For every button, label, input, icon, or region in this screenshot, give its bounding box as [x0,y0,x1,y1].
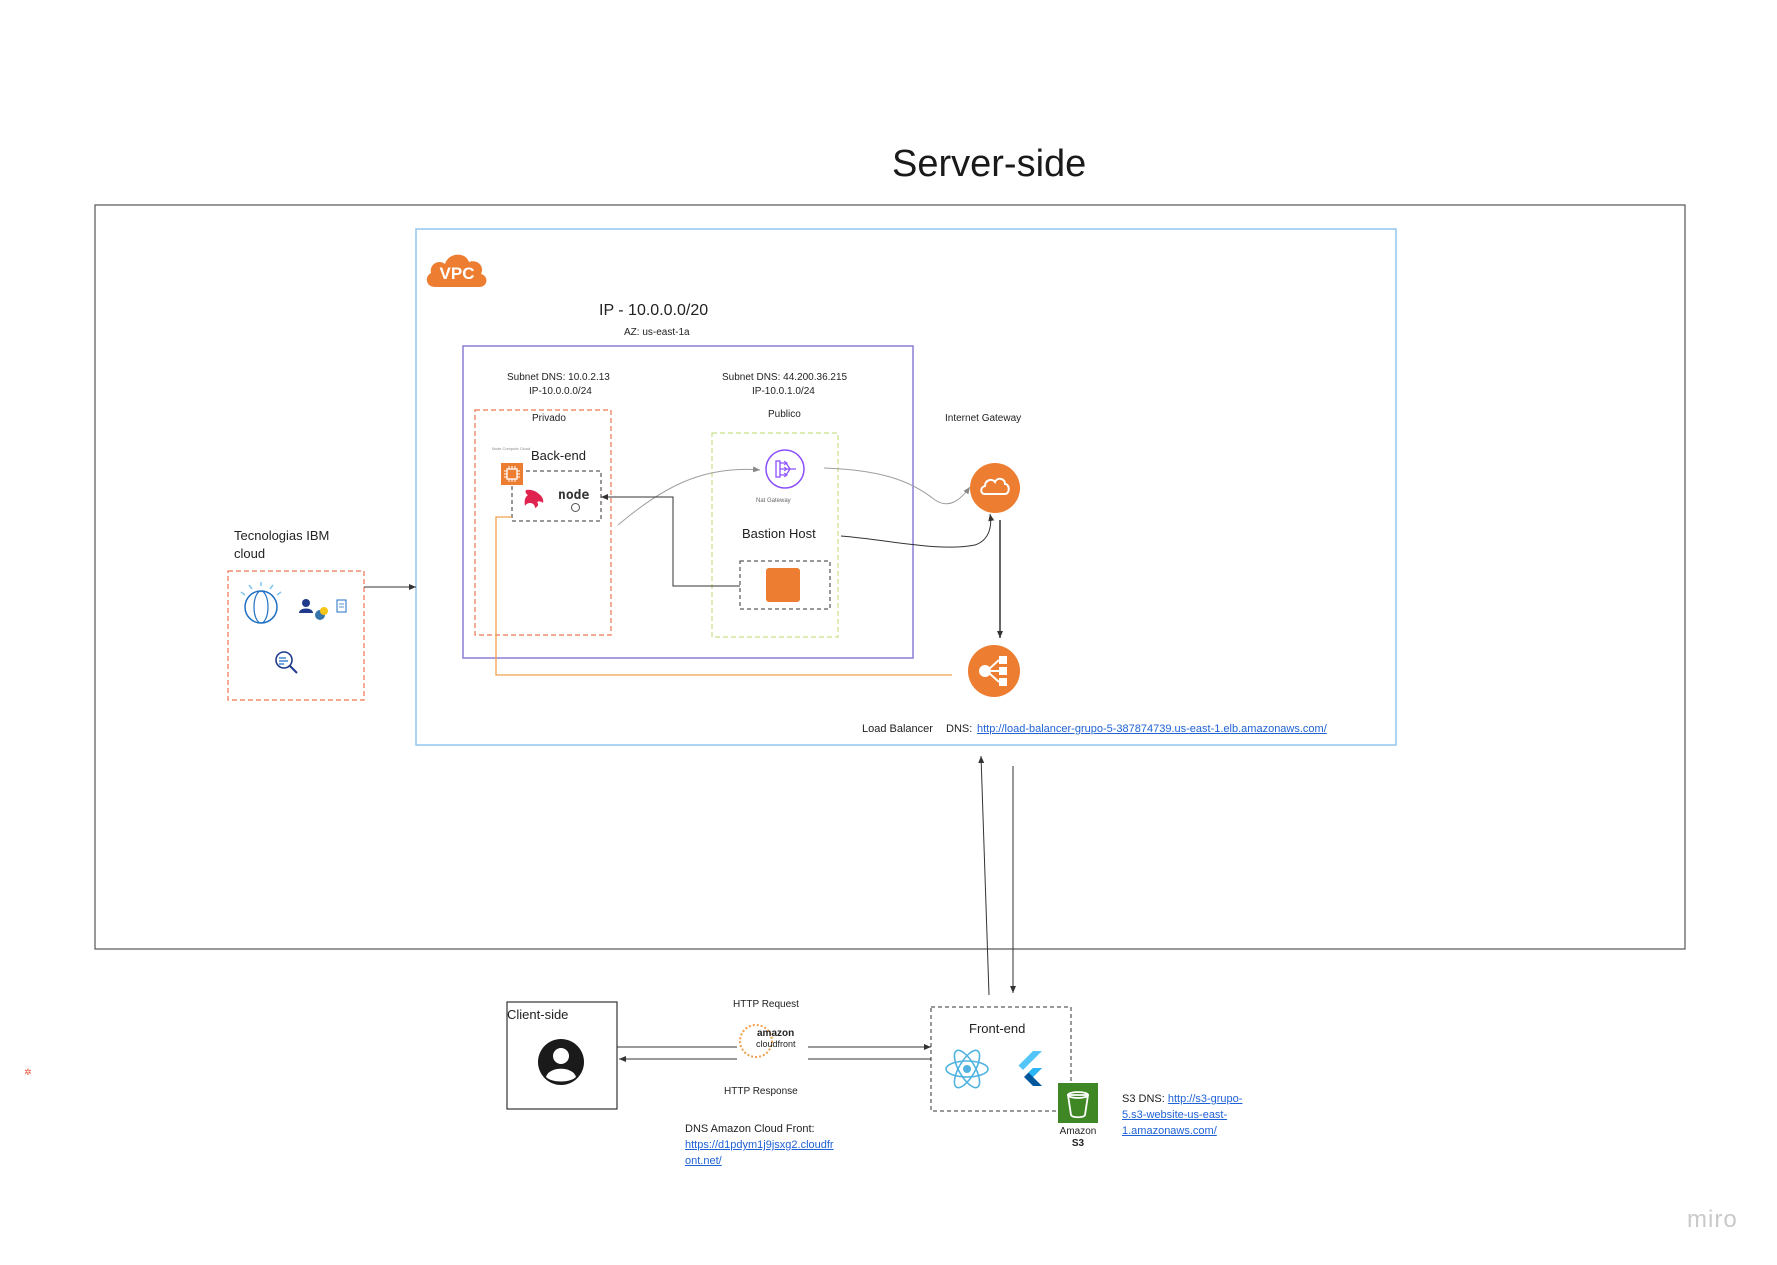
vpc-frame [415,228,1397,746]
loadbalancer-to-backend-connector [495,516,952,676]
backend-bastion-connector [601,494,740,587]
nodejs-text: node [558,488,590,503]
public-subnet-dns: Subnet DNS: 44.200.36.215 [722,372,848,383]
http-request-label: HTTP Request [733,999,799,1010]
cloudfront-icon: amazon cloudfront [737,1022,809,1060]
frontend-label: Front-end [969,1021,1026,1036]
nat-gateway-icon [764,448,806,490]
availability-zone-label: AZ: us-east-1a [624,327,690,338]
internet-gateway-icon [969,462,1021,514]
ibm-container [227,570,365,701]
page-title: Server-side [892,143,1087,185]
private-subnet-dns: Subnet DNS: 10.0.2.13 [507,372,610,383]
s3-dns-link-line3[interactable]: 1.amazonaws.com/ [1122,1125,1217,1137]
public-subnet-label: Publico [768,409,801,420]
availability-zone-frame [462,345,914,659]
private-subnet-frame [474,409,612,636]
flutter-icon [1013,1049,1045,1087]
compute-caption: Node Compute Cloud [491,446,531,451]
bastion-host-label: Bastion Host [742,526,816,541]
cloudfront-dns-link-line1[interactable]: https://d1pdym1j9jsxg2.cloudfr [685,1139,834,1151]
private-subnet-ip: IP-10.0.0.0/24 [529,386,592,397]
miro-watermark: miro [1687,1206,1738,1233]
ibm-watson-icon [235,579,287,627]
vpc-badge-label: VPC [439,264,475,283]
vpc-cloud-icon: VPC [423,247,491,293]
ibm-label-line1: Tecnologias IBM [234,528,330,543]
s3-dns-label: S3 DNS: [1122,1093,1165,1105]
ibm-data-science-icon [298,597,348,623]
cloudfront-dns-label: DNS Amazon Cloud Front: [685,1123,815,1135]
s3-dns-row: S3 DNS: http://s3-grupo- [1122,1093,1242,1105]
client-side-label: Client-side [507,1007,569,1022]
nodejs-icon: node [558,488,589,503]
public-subnet-frame [711,432,839,638]
load-balancer-dns-label: DNS: [946,723,973,735]
nestjs-icon [522,487,546,509]
vpc-ip-label: IP - 10.0.0.0/20 [599,302,709,319]
s3-dns-link-line2[interactable]: 5.s3-website-us-east- [1122,1109,1228,1121]
s3-caption-line1: Amazon [1059,1126,1097,1137]
bastion-container [739,560,831,610]
load-balancer-label: Load Balancer [862,723,933,735]
public-subnet-ip: IP-10.0.1.0/24 [752,386,815,397]
s3-dns-link-line1[interactable]: http://s3-grupo- [1167,1093,1243,1105]
client-container [506,1001,618,1110]
cloudfront-dns-link-line2[interactable]: ont.net/ [685,1155,722,1167]
internet-gateway-label: Internet Gateway [945,413,1022,424]
user-avatar-icon [537,1038,585,1086]
s3-bucket-icon [1058,1083,1098,1123]
s3-caption-line2: S3 [1071,1138,1085,1149]
nat-to-igw-connector [823,467,971,505]
settings-marker-icon[interactable]: ✲ [24,1067,32,1077]
ec2-compute-icon [501,463,523,485]
cloudfront-logo-line2: cloudfront [756,1039,796,1049]
react-icon [942,1046,992,1092]
cloudfront-logo-line1: amazon [757,1028,795,1039]
load-balancer-icon [967,644,1021,698]
bastion-to-igw-connector [840,513,995,548]
load-balancer-dns-link[interactable]: http://load-balancer-grupo-5-387874739.u… [977,723,1327,735]
ibm-label-line2: cloud [234,546,266,561]
private-subnet-label: Privado [532,413,566,424]
backend-label: Back-end [531,448,586,463]
nat-gateway-caption: Nat Gateway [756,498,791,504]
bastion-host-icon [766,568,800,602]
ibm-search-icon [272,648,300,676]
http-response-label: HTTP Response [724,1086,798,1097]
server-side-frame [94,204,1686,950]
frontend-to-loadbalancer-arrow [978,755,990,996]
backend-to-nat-connector [617,466,761,526]
nodejs-hex-icon [571,503,580,512]
